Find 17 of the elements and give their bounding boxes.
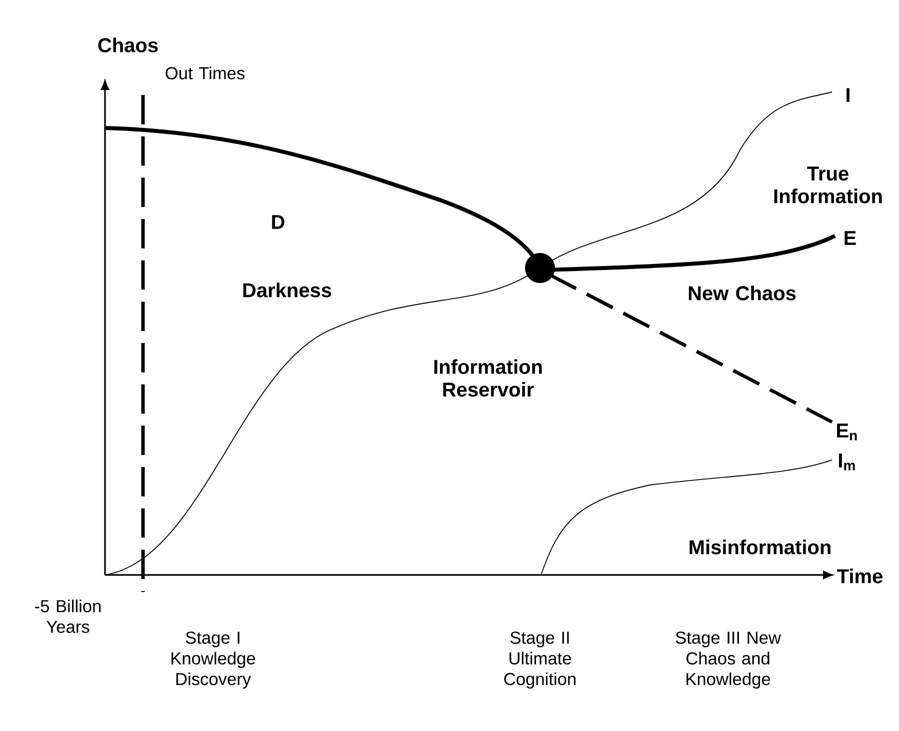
region-label: New Chaos	[688, 286, 796, 300]
region-label: Darkness	[243, 282, 332, 298]
axis-label: Chaos	[98, 38, 158, 52]
curve-label: I	[846, 88, 850, 102]
curve-label: I$_{m}$	[839, 454, 855, 470]
stage-label: Stage II Ultimate Cognition	[504, 632, 576, 689]
axis-label: Time	[837, 568, 882, 584]
stage-label: Stage I Knowledge Discovery	[172, 632, 256, 689]
region-label: True Information	[774, 166, 882, 204]
stage-label: Stage III New Chaos and Knowledge	[676, 632, 782, 689]
curve-label: E	[844, 231, 856, 245]
curve-label: E$_{n}$	[837, 424, 857, 440]
region-label: D	[272, 215, 284, 229]
line-label: Out Times	[166, 66, 245, 80]
axis-label: -5 Billion Years	[35, 600, 101, 633]
region-label: Misinformation	[690, 540, 830, 554]
region-label: Information Reservoir	[434, 359, 542, 397]
